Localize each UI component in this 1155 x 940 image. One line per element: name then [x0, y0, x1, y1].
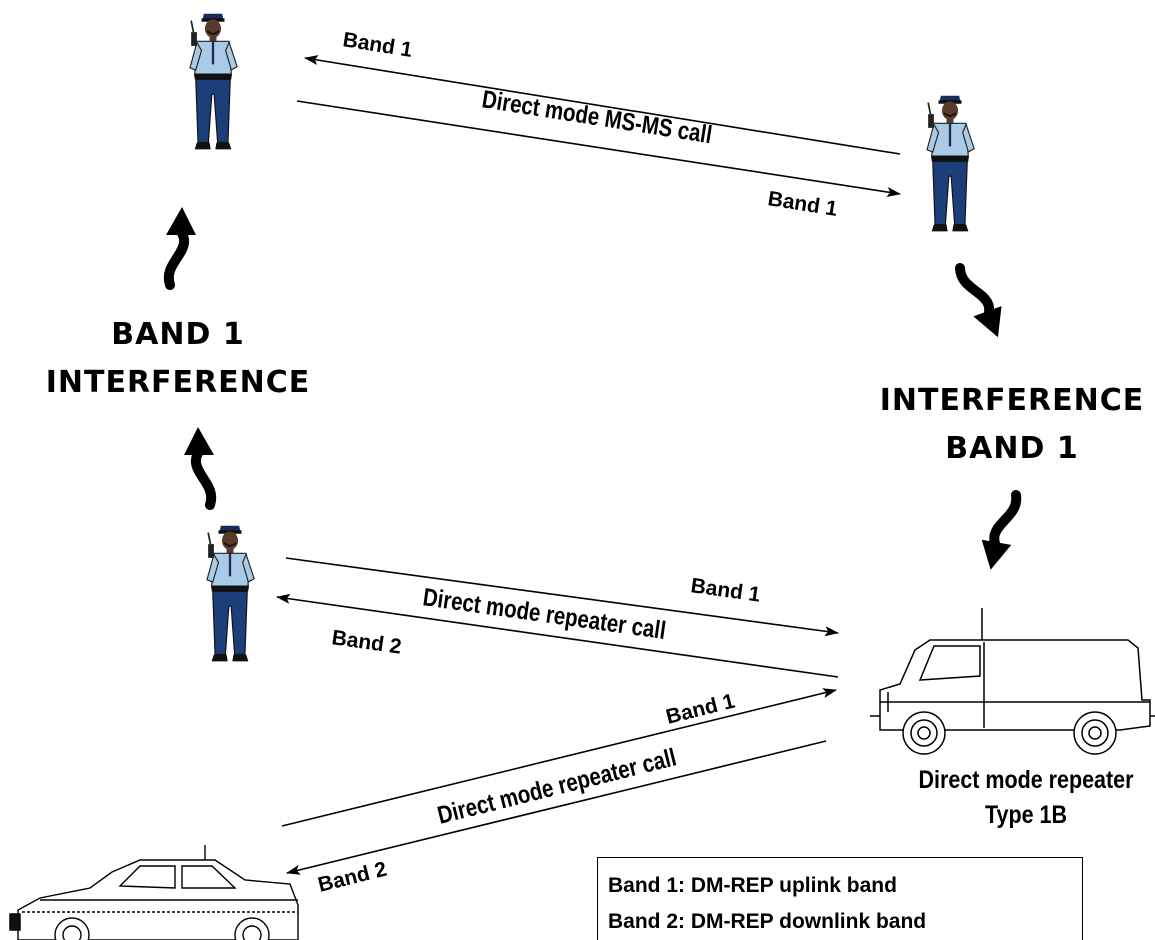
link-low-band2-to-car — [286, 740, 827, 875]
police-car — [9, 845, 299, 940]
repeater-van — [870, 608, 1155, 755]
curved-arrow-right-lower — [977, 490, 1020, 572]
label-left-interference-2: INTERFERENCE — [46, 365, 311, 400]
label-left-interference-1: BAND 1 — [111, 317, 244, 352]
link-low-band1-to-van — [281, 688, 837, 827]
officer-top-left — [189, 12, 239, 151]
label-right-interference-2: BAND 1 — [945, 431, 1078, 466]
officer-mid-left — [206, 524, 256, 663]
legend-box: Band 1: DM-REP uplink band Band 2: DM-RE… — [597, 857, 1083, 940]
link-mid-band1-to-van — [285, 557, 839, 637]
label-mid-band1: Band 1 — [689, 574, 762, 607]
label-top-band1-left: Band 1 — [341, 28, 414, 62]
label-repeater-1: Direct mode repeater — [919, 765, 1134, 793]
link-top-band1-to-left — [304, 55, 901, 155]
link-top-band1-to-right — [296, 100, 901, 197]
label-top-band1-right: Band 1 — [766, 187, 839, 221]
curved-arrow-right-upper — [956, 259, 1011, 343]
label-right-interference-1: INTERFERENCE — [880, 383, 1145, 418]
legend-band1: Band 1: DM-REP uplink band — [608, 874, 897, 897]
curved-arrow-left-lower — [184, 427, 214, 505]
label-repeater-2: Type 1B — [985, 800, 1067, 828]
curved-arrow-left-upper — [166, 207, 196, 285]
label-top-call: Direct mode MS-MS call — [480, 84, 714, 148]
officer-top-right — [926, 94, 976, 233]
label-mid-band2: Band 2 — [330, 626, 403, 659]
link-mid-band2-to-officer — [276, 593, 839, 678]
legend-band2: Band 2: DM-REP downlink band — [608, 910, 927, 933]
